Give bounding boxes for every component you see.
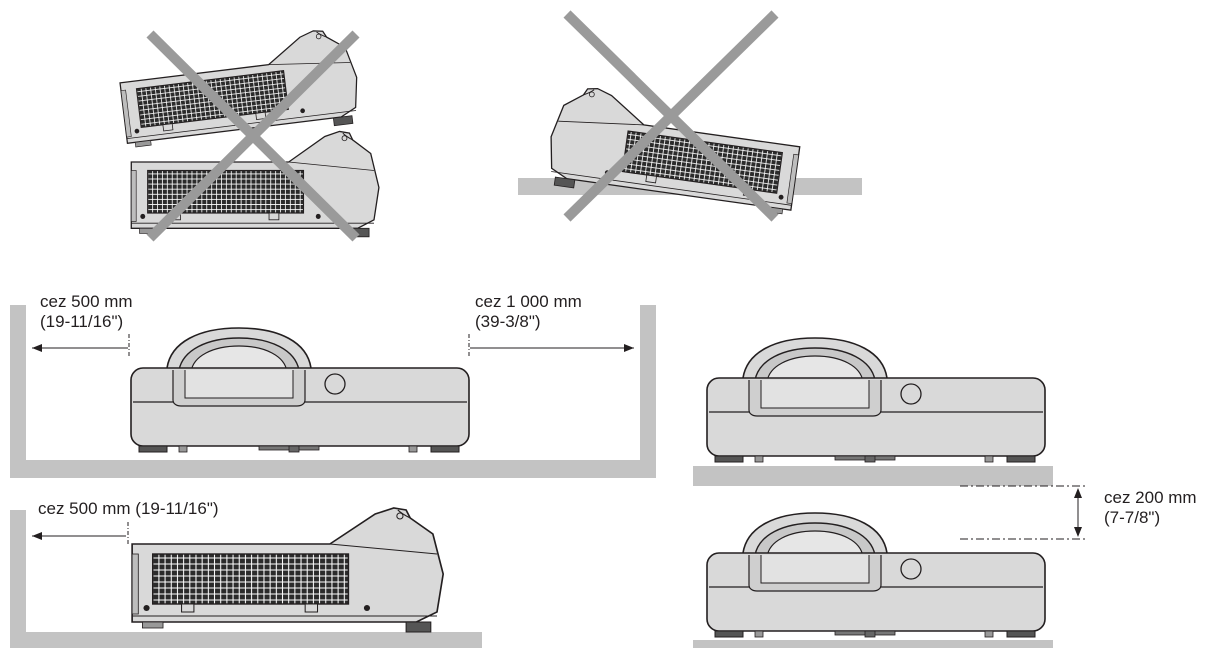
upper-tilted-projector: [115, 25, 363, 152]
left-clearance-line2: (19-11/16"): [40, 312, 124, 331]
right-clearance-line2: (39-3/8"): [475, 312, 541, 331]
left-dimension-arrow: [32, 334, 130, 356]
floor-right-upper: [693, 466, 1053, 486]
cross-mark-2: [563, 10, 779, 222]
side-dimension-arrow: [32, 522, 129, 546]
vertical-clearance-label: cez 200 mm (7-7/8"): [1104, 488, 1197, 528]
vertical-clearance-diagram: [693, 337, 1086, 648]
side-clearance-label: cez 500 mm (19-11/16"): [38, 499, 219, 519]
right-dimension-arrow: [468, 334, 634, 356]
side-view-wall-clearance: [10, 470, 482, 648]
vertical-dimension-arrow: [960, 485, 1086, 540]
projector-front-3: [706, 512, 1046, 638]
cross-mark-1: [146, 30, 360, 242]
stacked-projectors-crossed: [115, 25, 380, 242]
front-view-wall-clearance: [10, 305, 656, 478]
left-clearance-line1: cez 500 mm: [40, 292, 133, 311]
floor-right-lower: [693, 640, 1053, 648]
vertical-clearance-line2: (7-7/8"): [1104, 508, 1161, 527]
side-clearance-text: cez 500 mm (19-11/16"): [38, 499, 219, 518]
tilted-projector-crossed: [518, 10, 862, 222]
left-clearance-label: cez 500 mm (19-11/16"): [40, 292, 133, 332]
projector-front-1: [130, 327, 470, 453]
vertical-clearance-line1: cez 200 mm: [1104, 488, 1197, 507]
projector-front-2: [706, 337, 1046, 463]
right-clearance-label: cez 1 000 mm (39-3/8"): [475, 292, 582, 332]
projector-side-1: [131, 507, 445, 633]
u-shaped-wall: [10, 305, 656, 478]
right-clearance-line1: cez 1 000 mm: [475, 292, 582, 311]
